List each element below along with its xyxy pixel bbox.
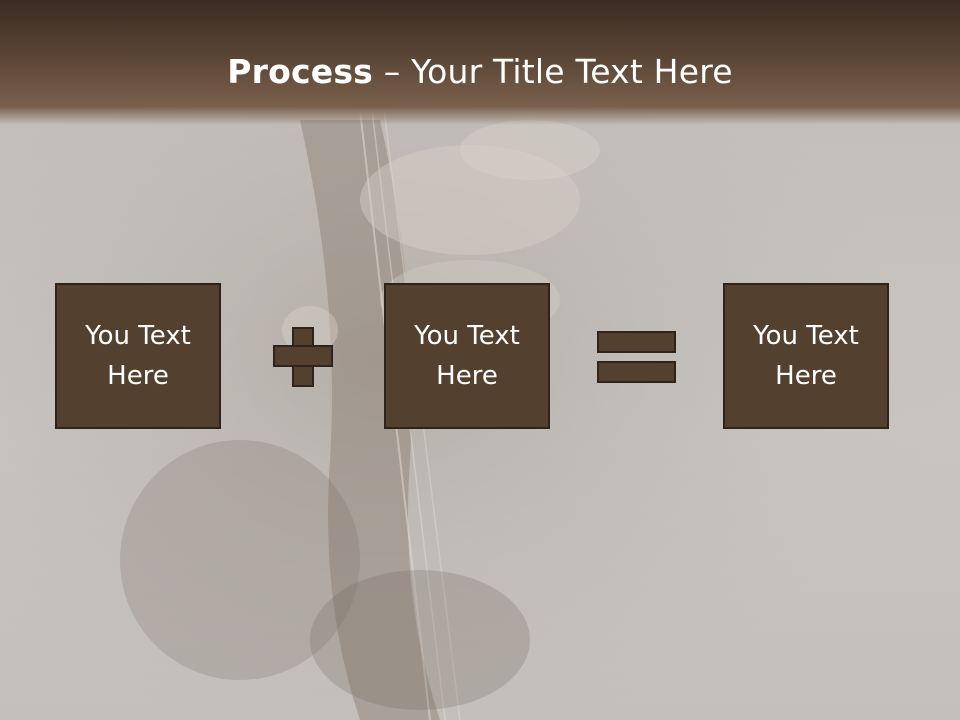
equals-icon-bar (597, 361, 676, 383)
process-box-2[interactable]: You Text Here (384, 283, 550, 429)
process-box-2-text: You Text Here (414, 321, 520, 391)
title-rest: – Your Title Text Here (373, 52, 733, 91)
equals-icon (597, 331, 676, 353)
plus-icon-center (294, 347, 312, 365)
title-bold: Process (227, 52, 374, 91)
title-bar (0, 0, 960, 125)
process-box-1[interactable]: You Text Here (55, 283, 221, 429)
page-title: Process – Your Title Text Here (0, 52, 960, 91)
process-box-1-text: You Text Here (85, 321, 191, 391)
process-box-3[interactable]: You Text Here (723, 283, 889, 429)
process-box-3-text: You Text Here (753, 321, 859, 391)
